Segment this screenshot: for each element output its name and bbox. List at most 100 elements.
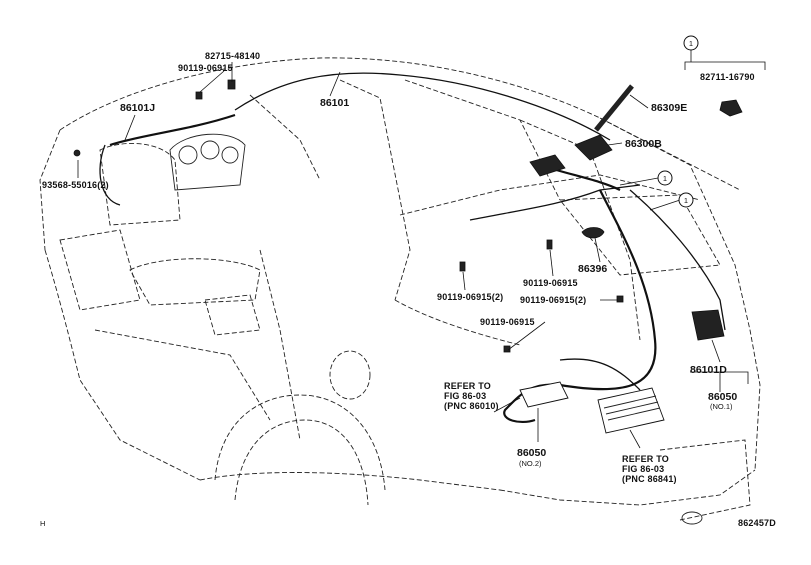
pad-86396 bbox=[581, 227, 605, 239]
lead-86309e bbox=[629, 94, 649, 109]
lead-90119-left2 bbox=[462, 271, 466, 291]
antenna-harness bbox=[99, 72, 726, 424]
lead-marker-a bbox=[619, 177, 659, 186]
lead-refer-right bbox=[629, 429, 641, 449]
rear-wheel bbox=[234, 419, 369, 506]
label-90119-left2: 90119-06915(2) bbox=[437, 292, 503, 302]
part-labels: 1 82711-16790 82715-48140 90119-06915 86… bbox=[42, 39, 755, 484]
rear-seat bbox=[129, 258, 261, 306]
connector-86101d bbox=[691, 309, 725, 341]
refer-left-line2: FIG 86-03 bbox=[444, 391, 486, 401]
module-86050-no2 bbox=[519, 381, 569, 408]
refer-right-line1: REFER TO bbox=[622, 454, 669, 464]
callout-marker-circle bbox=[683, 35, 699, 51]
front-lower bbox=[44, 249, 201, 481]
callout-bracket bbox=[684, 61, 766, 70]
lead-90119-top bbox=[199, 70, 225, 93]
lead-86101d bbox=[711, 339, 721, 363]
cargo-cable bbox=[469, 184, 641, 221]
refer-left-line1: REFER TO bbox=[444, 381, 491, 391]
c-pillar bbox=[404, 79, 561, 201]
label-86300b: 86300B bbox=[625, 138, 662, 150]
label-90119-top: 90119-06915 bbox=[178, 63, 233, 73]
cable-to-86101d bbox=[629, 189, 726, 331]
leader-lines bbox=[77, 50, 766, 449]
clip-90119-left2 bbox=[459, 261, 466, 272]
front-pillar bbox=[39, 129, 61, 251]
front-seat bbox=[59, 229, 141, 311]
footer: H 862457D bbox=[40, 518, 776, 528]
front-drop bbox=[99, 144, 121, 206]
label-90119-low: 90119-06915 bbox=[480, 317, 535, 327]
clip-90119-right2 bbox=[616, 295, 624, 303]
refer-left-line3: (PNC 86010) bbox=[444, 401, 499, 411]
armrest bbox=[204, 294, 261, 336]
door-line bbox=[94, 329, 271, 421]
label-93568-55016: 93568-55016(2) bbox=[42, 180, 109, 190]
instrument-panel bbox=[169, 133, 246, 191]
lead-90119-mid bbox=[549, 249, 554, 277]
clip-90119-low bbox=[503, 345, 511, 353]
label-86309e: 86309E bbox=[651, 102, 687, 114]
module-86841 bbox=[597, 387, 665, 434]
parts bbox=[73, 79, 743, 434]
marker-b-text: 1 bbox=[684, 196, 688, 205]
label-86050-no1: 86050 bbox=[708, 391, 737, 403]
label-90119-right2: 90119-06915(2) bbox=[520, 295, 586, 305]
rear-bumper bbox=[499, 469, 756, 506]
label-90119-mid: 90119-06915 bbox=[523, 278, 578, 288]
lead-marker-b bbox=[649, 199, 681, 211]
hatch-inner bbox=[519, 119, 641, 341]
b-pillar bbox=[339, 79, 411, 301]
clip-82715 bbox=[227, 79, 236, 90]
marker-a-text: 1 bbox=[663, 174, 667, 183]
label-86101: 86101 bbox=[320, 97, 349, 109]
fuel-door bbox=[329, 350, 371, 400]
dashboard bbox=[99, 142, 181, 226]
exhaust-pipe bbox=[681, 511, 703, 525]
antenna-base bbox=[574, 134, 613, 161]
lead-86101 bbox=[329, 71, 341, 97]
gauge-right bbox=[221, 146, 239, 164]
front-cable-86101j bbox=[109, 113, 236, 147]
refer-right-line2: FIG 86-03 bbox=[622, 464, 664, 474]
bracket-86101d bbox=[690, 371, 749, 384]
antenna-amp bbox=[529, 154, 566, 177]
roof-cable-86101 bbox=[234, 72, 611, 141]
cargo-upper bbox=[399, 174, 701, 216]
door-seam bbox=[259, 249, 301, 441]
screw-93568 bbox=[73, 149, 81, 157]
label-86101j: 86101J bbox=[120, 102, 155, 114]
marker-b-circle bbox=[678, 192, 694, 208]
figure-id: 862457D bbox=[738, 518, 776, 528]
lead-86300b bbox=[607, 142, 623, 146]
rear-glass bbox=[559, 194, 721, 276]
antenna-mast bbox=[594, 84, 634, 132]
label-86050-no2: 86050 bbox=[517, 447, 546, 459]
lead-refer-left bbox=[493, 397, 521, 413]
label-no2: (NO.2) bbox=[519, 459, 542, 468]
clip-90119-mid bbox=[546, 239, 553, 250]
callout-marker-text: 1 bbox=[689, 39, 693, 48]
marker-a-circle bbox=[657, 170, 673, 186]
clamp-82711 bbox=[719, 99, 743, 117]
refer-right-line3: (PNC 86841) bbox=[622, 474, 677, 484]
rear-wheel-arch bbox=[214, 394, 386, 491]
roof-line bbox=[59, 57, 741, 191]
a-pillar bbox=[249, 94, 321, 181]
footer-left-mark: H bbox=[40, 519, 45, 528]
label-no1: (NO.1) bbox=[710, 402, 733, 411]
rear-hatch-frame bbox=[599, 117, 761, 471]
circle-markers bbox=[657, 35, 699, 208]
gauge-left bbox=[178, 145, 198, 165]
clip-90119-top bbox=[195, 91, 203, 100]
label-86396: 86396 bbox=[578, 263, 607, 275]
rocker bbox=[199, 472, 501, 491]
gauge-center bbox=[200, 140, 220, 160]
label-82715-48140: 82715-48140 bbox=[205, 51, 260, 61]
lead-90119-low bbox=[507, 321, 546, 351]
label-86101d: 86101D bbox=[690, 364, 727, 376]
vehicle-body-outline bbox=[39, 57, 761, 525]
